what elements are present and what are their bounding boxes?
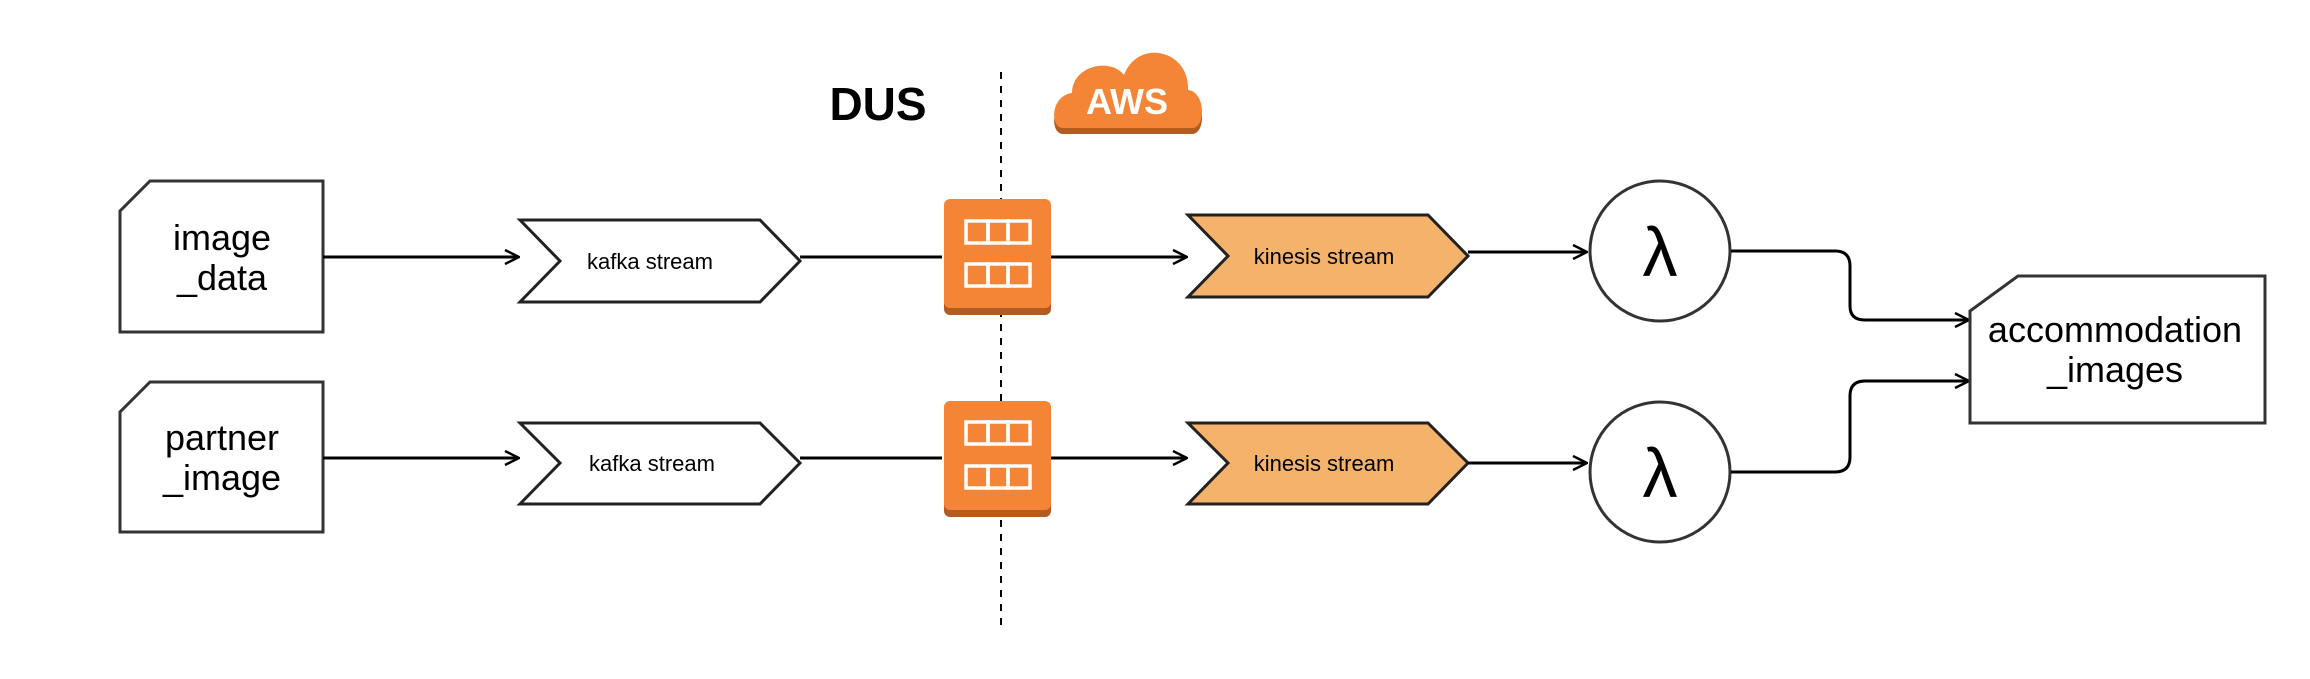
- sink-accommodation-images: accommodation _images: [1968, 274, 2267, 425]
- kafka-stream-label: kafka stream: [587, 249, 713, 274]
- kafka-stream-shape: kafka stream: [516, 421, 803, 506]
- region-label-aws: AWS: [1086, 81, 1168, 122]
- lambda-icon: λ: [1588, 179, 1732, 323]
- kafka-stream-shape: kafka stream: [516, 218, 803, 304]
- sink-label-line1: accommodation: [1988, 309, 2242, 350]
- kinesis-stream-shape: kinesis stream: [1184, 213, 1471, 299]
- source-label-line2: _data: [176, 257, 268, 298]
- flow-arrow: [1731, 249, 1968, 320]
- lambda-symbol: λ: [1643, 213, 1678, 291]
- source-label-line1: partner: [165, 417, 279, 458]
- source-label-line2: _image: [162, 457, 281, 498]
- aws-kinesis-connector-icon: [944, 401, 1051, 517]
- sink-label-line2: _images: [2046, 349, 2183, 390]
- source-label-line1: image: [173, 217, 271, 258]
- aws-cloud-icon: AWS: [1054, 52, 1203, 134]
- flow-arrow: [1731, 381, 1968, 474]
- lambda-icon: λ: [1588, 400, 1732, 544]
- region-label-dus: DUS: [829, 78, 926, 130]
- aws-kinesis-connector-icon: [944, 199, 1051, 315]
- lambda-symbol: λ: [1643, 434, 1678, 512]
- source-image-data: image _data: [118, 179, 325, 334]
- kinesis-stream-label: kinesis stream: [1254, 244, 1395, 269]
- kafka-stream-label: kafka stream: [589, 451, 715, 476]
- kinesis-stream-shape: kinesis stream: [1184, 421, 1471, 506]
- kinesis-stream-label: kinesis stream: [1254, 451, 1395, 476]
- source-partner-image: partner _image: [118, 380, 325, 534]
